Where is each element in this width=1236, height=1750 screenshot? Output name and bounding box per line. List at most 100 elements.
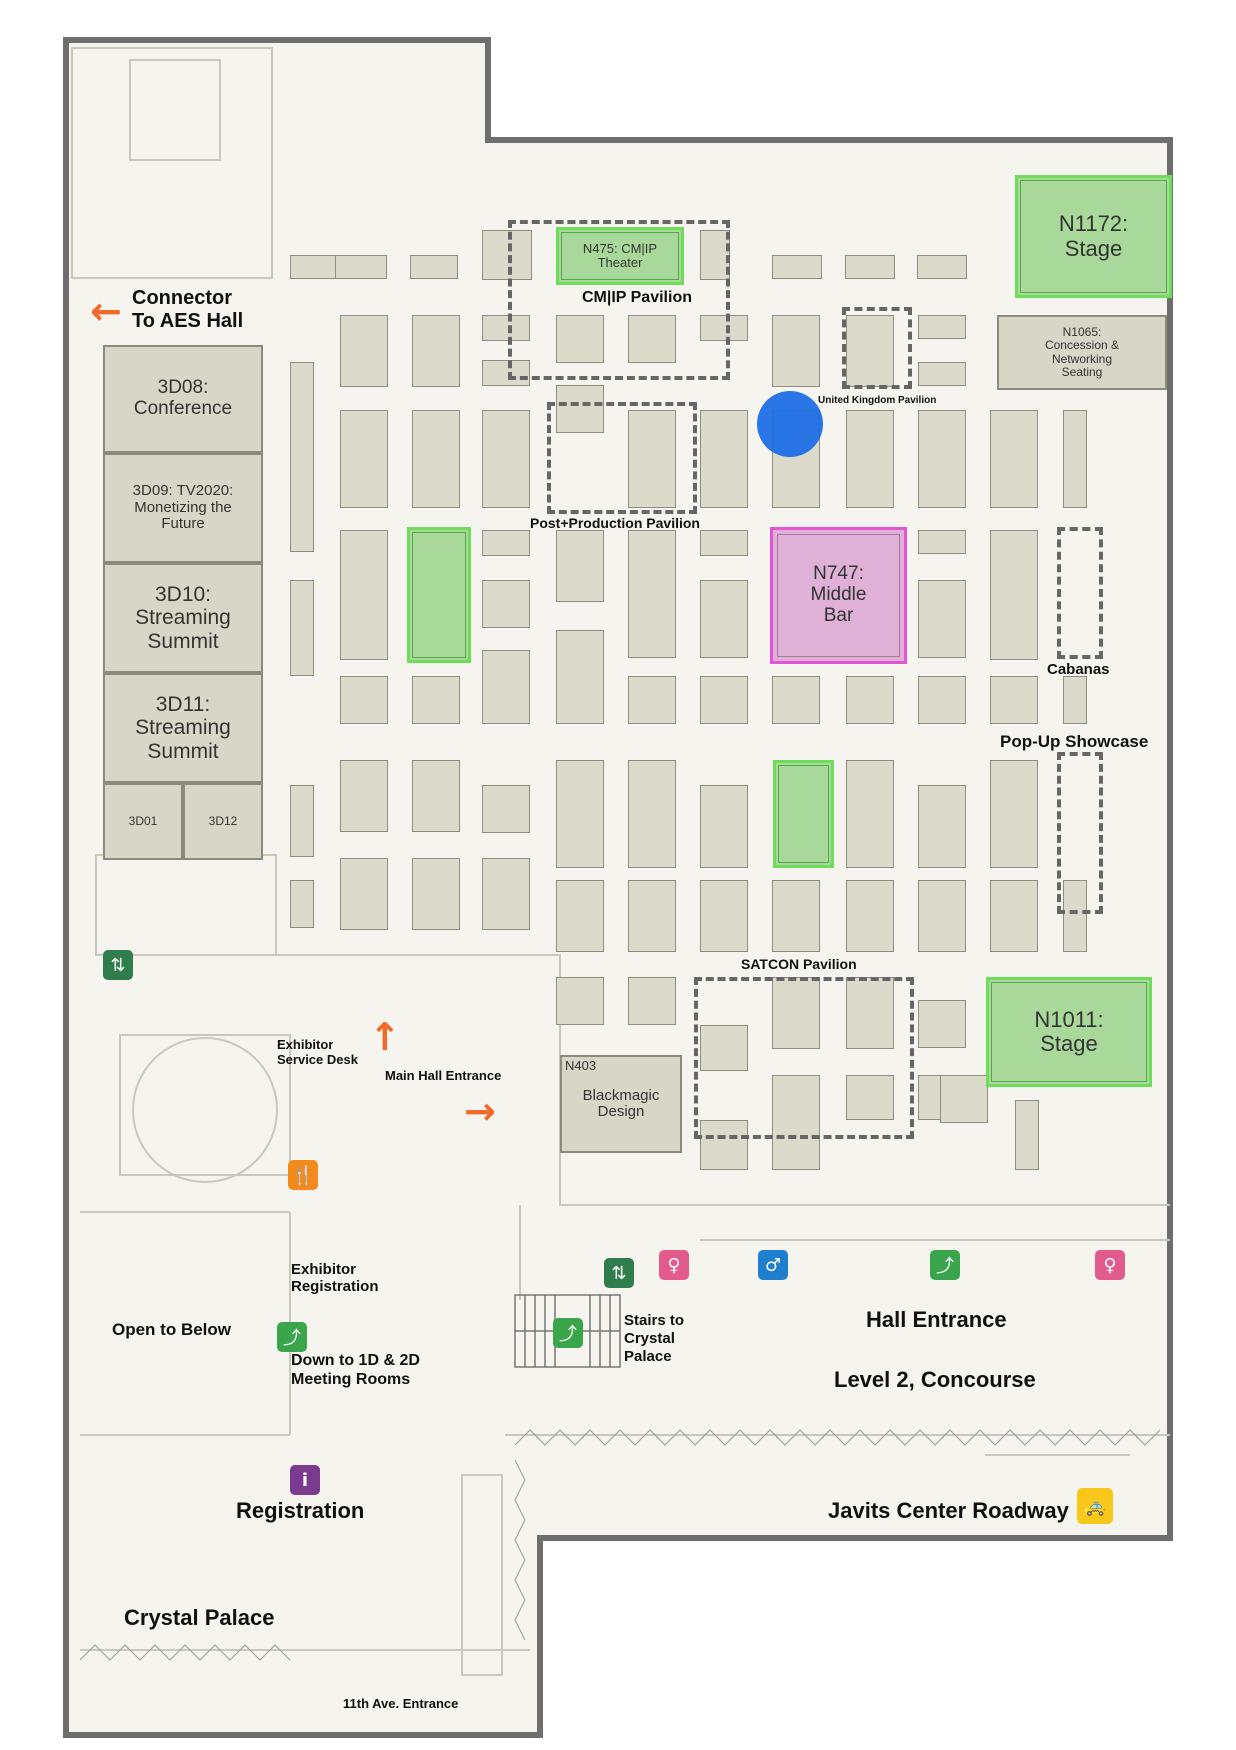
booth[interactable]	[772, 315, 820, 387]
booth[interactable]	[700, 1025, 748, 1071]
booth[interactable]	[918, 410, 966, 508]
booth-n1011-stage[interactable]: N1011: Stage	[986, 977, 1152, 1087]
booth[interactable]	[628, 410, 676, 508]
booth[interactable]	[340, 530, 388, 660]
booth-green-2[interactable]	[773, 760, 834, 868]
booth[interactable]	[628, 977, 676, 1025]
booth[interactable]	[990, 880, 1038, 952]
booth[interactable]	[628, 676, 676, 724]
booth-n747-middle-bar[interactable]: N747: Middle Bar	[770, 527, 907, 664]
room-3d08[interactable]: 3D08: Conference	[103, 345, 263, 453]
room-3d10[interactable]: 3D10: Streaming Summit	[103, 563, 263, 673]
booth[interactable]	[700, 676, 748, 724]
booth[interactable]	[290, 580, 314, 676]
booth[interactable]	[482, 410, 530, 508]
booth[interactable]	[846, 977, 894, 1049]
booth[interactable]	[990, 676, 1038, 724]
booth[interactable]	[412, 676, 460, 724]
booth-n403-blackmagic[interactable]: N403 Blackmagic Design	[560, 1055, 682, 1153]
booth[interactable]	[846, 676, 894, 724]
booth[interactable]	[772, 255, 822, 279]
booth[interactable]	[340, 676, 388, 724]
booth[interactable]	[482, 580, 530, 628]
booth[interactable]	[918, 1000, 966, 1048]
booth[interactable]	[412, 858, 460, 930]
booth[interactable]	[482, 230, 532, 280]
booth[interactable]	[772, 977, 820, 1049]
booth[interactable]	[772, 880, 820, 952]
booth[interactable]	[918, 530, 966, 554]
booth[interactable]	[556, 880, 604, 952]
booth-n1065-concession[interactable]: N1065: Concession & Networking Seating	[997, 315, 1167, 390]
booth[interactable]	[412, 315, 460, 387]
booth[interactable]	[846, 410, 894, 508]
booth[interactable]	[990, 530, 1038, 660]
booth[interactable]	[845, 255, 895, 279]
booth[interactable]	[290, 785, 314, 857]
booth[interactable]	[700, 410, 748, 508]
booth[interactable]	[556, 630, 604, 724]
booth[interactable]	[700, 1120, 748, 1170]
booth[interactable]	[556, 530, 604, 602]
booth[interactable]	[918, 362, 966, 386]
booth[interactable]	[918, 676, 966, 724]
booth[interactable]	[410, 255, 458, 279]
booth[interactable]	[482, 858, 530, 930]
booth[interactable]	[628, 530, 676, 658]
booth[interactable]	[340, 760, 388, 832]
booth[interactable]	[700, 580, 748, 658]
booth[interactable]	[917, 255, 967, 279]
booth[interactable]	[556, 385, 604, 433]
booth[interactable]	[918, 880, 966, 952]
booth[interactable]	[990, 760, 1038, 868]
booth[interactable]	[340, 858, 388, 930]
booth[interactable]	[628, 880, 676, 952]
booth[interactable]	[1063, 880, 1087, 952]
booth-n1172-stage[interactable]: N1172: Stage	[1015, 175, 1172, 298]
booth[interactable]	[335, 255, 387, 279]
booth[interactable]	[918, 785, 966, 868]
booth[interactable]	[700, 530, 748, 556]
booth[interactable]	[990, 410, 1038, 508]
booth[interactable]	[340, 410, 388, 508]
booth[interactable]	[556, 760, 604, 868]
booth[interactable]	[1063, 676, 1087, 724]
booth[interactable]	[482, 530, 530, 556]
booth[interactable]	[628, 315, 676, 363]
booth[interactable]	[628, 760, 676, 868]
booth[interactable]	[482, 360, 530, 386]
booth[interactable]	[846, 880, 894, 952]
current-location-marker[interactable]	[757, 391, 823, 457]
booth-n475-cmip-theater[interactable]: N475: CM|IP Theater	[556, 227, 684, 285]
booth[interactable]	[1063, 410, 1087, 508]
booth[interactable]	[846, 315, 894, 387]
room-3d01[interactable]: 3D01	[103, 783, 183, 860]
booth[interactable]	[700, 880, 748, 952]
booth[interactable]	[700, 785, 748, 868]
booth[interactable]	[340, 315, 388, 387]
room-3d09[interactable]: 3D09: TV2020: Monetizing the Future	[103, 453, 263, 563]
booth[interactable]	[412, 760, 460, 832]
booth[interactable]	[482, 315, 530, 341]
booth[interactable]	[556, 315, 604, 363]
booth[interactable]	[918, 315, 966, 339]
booth[interactable]	[772, 1075, 820, 1170]
booth[interactable]	[700, 315, 748, 341]
booth-green-1[interactable]	[407, 527, 471, 663]
booth[interactable]	[1015, 1100, 1039, 1170]
booth[interactable]	[700, 230, 730, 280]
booth[interactable]	[290, 362, 314, 552]
booth[interactable]	[772, 676, 820, 724]
booth[interactable]	[846, 760, 894, 868]
booth[interactable]	[482, 785, 530, 833]
booth[interactable]	[290, 255, 342, 279]
booth[interactable]	[918, 580, 966, 658]
booth[interactable]	[556, 977, 604, 1025]
booth[interactable]	[940, 1075, 988, 1123]
booth[interactable]	[412, 410, 460, 508]
room-3d11[interactable]: 3D11: Streaming Summit	[103, 673, 263, 783]
room-3d12[interactable]: 3D12	[183, 783, 263, 860]
booth[interactable]	[482, 650, 530, 724]
booth[interactable]	[846, 1075, 894, 1120]
booth[interactable]	[290, 880, 314, 928]
